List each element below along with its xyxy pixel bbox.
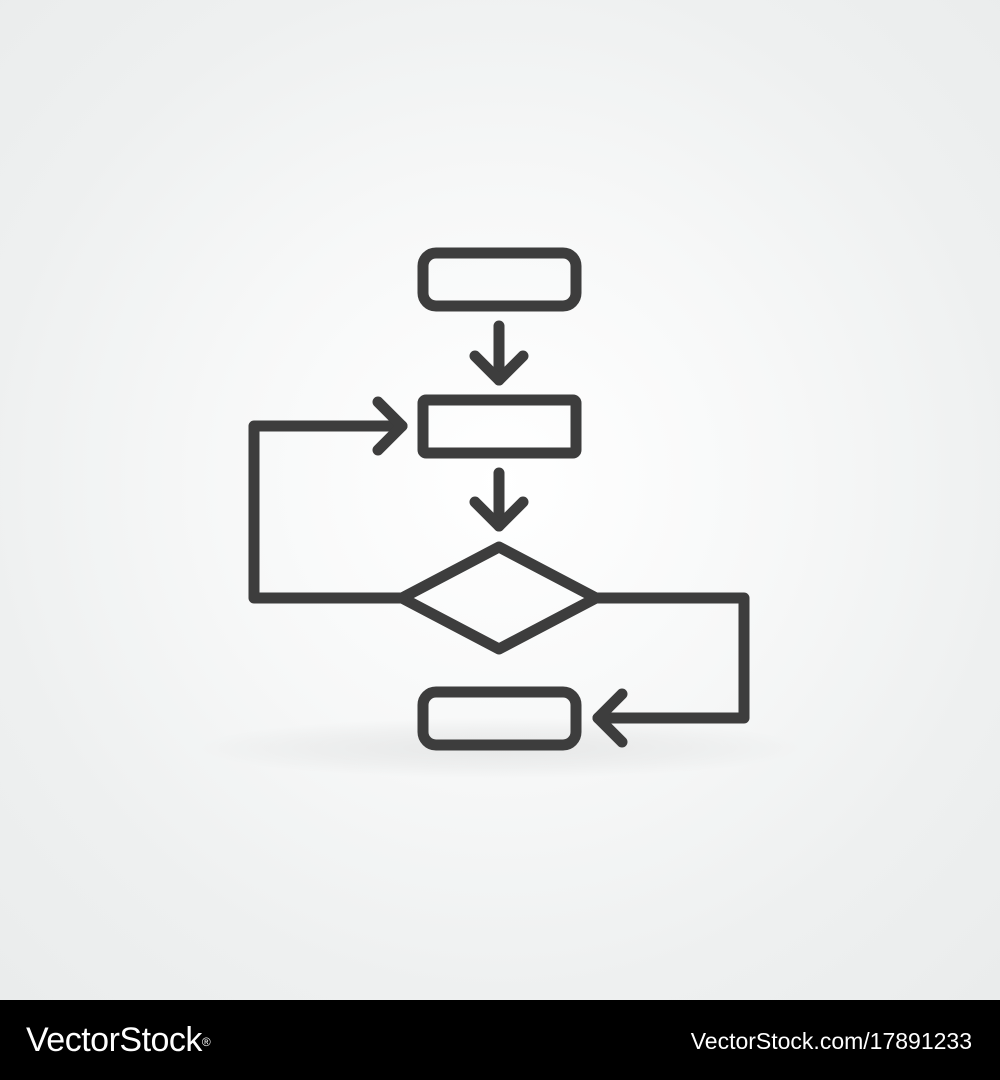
- arrow-down-icon: [469, 467, 529, 532]
- brand-name: VectorStock: [26, 1021, 202, 1059]
- arrow-down-icon: [469, 320, 529, 386]
- arrow-to-end-icon: [590, 592, 750, 748]
- brand-logo: VectorStock®: [26, 1020, 211, 1060]
- image-reference: VectorStock.com/17891233: [690, 1028, 972, 1054]
- start-box: [417, 247, 582, 312]
- flowchart-icon: [248, 247, 750, 751]
- watermark-bar: VectorStock® VectorStock.com/17891233: [0, 1000, 1000, 1080]
- illustration-canvas: [0, 0, 1000, 1000]
- loop-back-arrow-icon: [248, 396, 408, 604]
- end-box: [417, 686, 582, 751]
- decision-diamond: [396, 541, 602, 655]
- registered-mark: ®: [201, 1035, 211, 1049]
- process-box: [417, 394, 582, 459]
